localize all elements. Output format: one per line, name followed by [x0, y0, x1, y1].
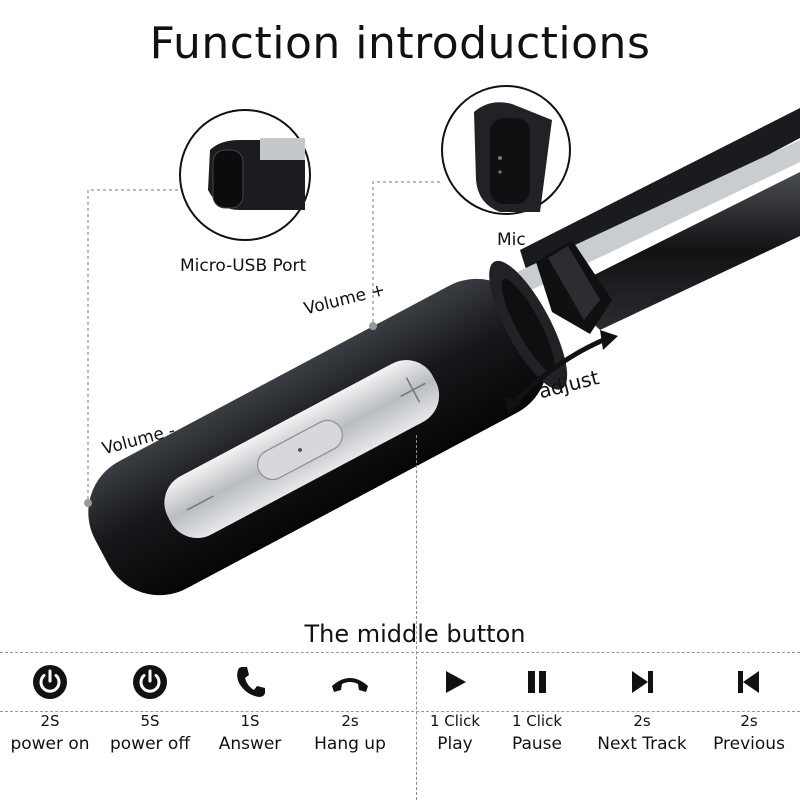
adjust-arrow	[504, 330, 618, 414]
function-hang-up: 2s Hang up	[300, 652, 400, 792]
function-pause: 1 Click Pause	[487, 652, 587, 792]
function-duration: 2s	[341, 712, 359, 730]
function-duration: 1 Click	[511, 712, 563, 730]
function-previous-track: 2s Previous	[699, 652, 799, 792]
mic-label: Mic	[497, 230, 526, 250]
divider-line	[416, 435, 417, 800]
volume-minus-marker	[84, 499, 92, 507]
function-label: power off	[109, 734, 191, 754]
pause-icon	[487, 662, 587, 702]
phone-answer-icon	[200, 662, 300, 702]
micro-usb-label: Micro-USB Port	[180, 256, 307, 276]
function-label: Hang up	[314, 734, 386, 754]
page-title: Function introductions	[149, 18, 651, 69]
function-answer: 1S Answer	[200, 652, 300, 792]
adjust-clip	[536, 240, 612, 334]
function-label: Previous	[713, 734, 785, 754]
previous-track-icon	[699, 662, 799, 702]
function-power-on: 2S power on	[0, 652, 100, 792]
function-label: Next Track	[597, 734, 687, 754]
function-power-off: 5S power off	[100, 652, 200, 792]
play-icon	[405, 662, 505, 702]
callout-leaders	[87, 181, 440, 500]
phone-hangup-icon	[300, 662, 400, 702]
function-label: Pause	[512, 734, 562, 754]
mic-zoom	[441, 85, 571, 215]
power-off-icon	[100, 662, 200, 702]
power-on-icon	[0, 662, 100, 702]
function-duration: 2s	[633, 712, 651, 730]
function-label: power on	[10, 734, 90, 754]
function-duration: 2S	[40, 712, 60, 730]
function-label: Play	[437, 734, 473, 754]
function-duration: 1 Click	[429, 712, 481, 730]
volume-plus-marker	[369, 322, 377, 330]
control-body	[88, 260, 568, 596]
next-track-icon	[592, 662, 692, 702]
function-bar	[0, 652, 800, 712]
function-next-track: 2s Next Track	[592, 652, 692, 792]
function-play: 1 Click Play	[405, 652, 505, 792]
middle-button-heading: The middle button	[304, 620, 526, 648]
function-duration: 1S	[240, 712, 260, 730]
function-label: Answer	[218, 734, 282, 754]
function-duration: 2s	[740, 712, 758, 730]
micro-usb-zoom	[179, 109, 311, 241]
function-duration: 5S	[140, 712, 160, 730]
